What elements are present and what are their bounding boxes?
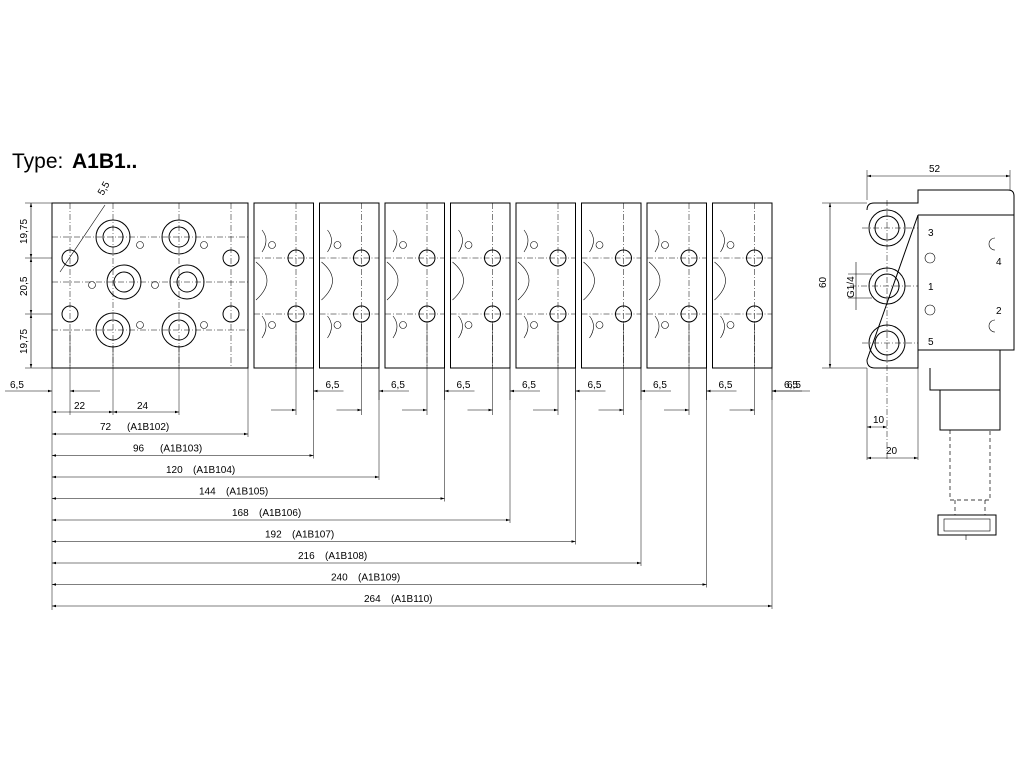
station-plate	[646, 202, 707, 369]
port-label-4: 4	[996, 257, 1002, 268]
station-offset: 6,5	[336, 322, 409, 415]
port-label-2: 2	[996, 306, 1002, 317]
station-offset-label: 6,5	[719, 380, 733, 391]
hole-diameter-label: 5,5	[96, 180, 113, 198]
length-model: (A1B106)	[259, 508, 301, 519]
length-value: 192	[265, 530, 282, 541]
station-plate	[581, 202, 642, 369]
side-dim-20: 20	[886, 446, 898, 457]
title-code: A1B1..	[72, 150, 137, 173]
length-value: 72	[100, 422, 112, 433]
base-block	[51, 202, 249, 369]
length-dim: 144 (A1B105)	[52, 368, 445, 502]
length-value: 264	[364, 594, 381, 605]
length-model: (A1B109)	[358, 573, 400, 584]
side-dim-10: 10	[873, 415, 885, 426]
length-dim: 168 (A1B106)	[52, 368, 511, 523]
station-plate	[450, 202, 511, 369]
station-plate	[712, 202, 773, 369]
length-model: (A1B102)	[127, 422, 169, 433]
station-offset-label: 6,5	[784, 380, 798, 391]
length-dim: 216 (A1B108)	[52, 368, 642, 566]
length-value: 96	[133, 444, 145, 455]
vertical-dim-top: 19,75	[19, 219, 30, 244]
side-outline	[866, 189, 1015, 369]
length-value: 240	[331, 573, 348, 584]
station-offset-label: 6,5	[326, 380, 340, 391]
overall-lengths: 72 (A1B102) 96 (A1B103) 120 (A1B104) 144 (A1B10…	[52, 368, 773, 609]
length-dim: 264 (A1B110)	[52, 368, 773, 609]
vertical-dim-bottom: 19,75	[19, 329, 30, 354]
side-height-label: 60	[818, 276, 829, 288]
length-dim: 96 (A1B103)	[52, 368, 314, 459]
edge-offset-right: 6,5	[787, 380, 801, 391]
vertical-dim-mid: 20,5	[19, 276, 30, 296]
length-value: 144	[199, 487, 216, 498]
length-model: (A1B107)	[292, 530, 334, 541]
station-offset-label: 6,5	[391, 380, 405, 391]
length-dim: 72 (A1B102)	[52, 368, 249, 437]
station-offset-label: 6,5	[522, 380, 536, 391]
length-model: (A1B104)	[193, 465, 235, 476]
title-prefix: Type:	[12, 150, 63, 173]
station-offset-label: 6,5	[653, 380, 667, 391]
station-offset-label: 6,5	[588, 380, 602, 391]
length-model: (A1B103)	[160, 444, 202, 455]
station-plate	[319, 202, 380, 369]
spacing-dim-24: 24	[137, 401, 149, 412]
side-width-label: 52	[929, 164, 941, 175]
port-label-1: 1	[928, 282, 934, 293]
port-label-5: 5	[928, 337, 934, 348]
length-dim: 192 (A1B107)	[52, 368, 576, 545]
station-offset-label: 6,5	[457, 380, 471, 391]
station-plate	[384, 202, 445, 369]
side-view: 52 3 1 5 4 2 60	[818, 164, 1015, 540]
spacing-dim-22: 22	[74, 401, 86, 412]
front-view: 5,5 19,75 20,5 19,75 6,5 22 24 6,5 6,5 6,5…	[5, 180, 810, 610]
base-ports	[52, 203, 248, 368]
length-value: 120	[166, 465, 183, 476]
length-value: 168	[232, 508, 249, 519]
port-label-3: 3	[928, 228, 934, 239]
station-plate	[253, 202, 314, 369]
length-value: 216	[298, 551, 315, 562]
length-model: (A1B108)	[325, 551, 367, 562]
station-plates	[253, 202, 773, 369]
length-model: (A1B105)	[226, 487, 268, 498]
thread-label: G1/4	[846, 276, 857, 298]
length-model: (A1B110)	[391, 594, 433, 605]
station-plate	[515, 202, 576, 369]
edge-offset-left: 6,5	[10, 380, 24, 391]
station-offset: 6,5	[271, 322, 344, 415]
length-dim: 120 (A1B104)	[52, 368, 380, 480]
length-dim: 240 (A1B109)	[52, 368, 707, 588]
